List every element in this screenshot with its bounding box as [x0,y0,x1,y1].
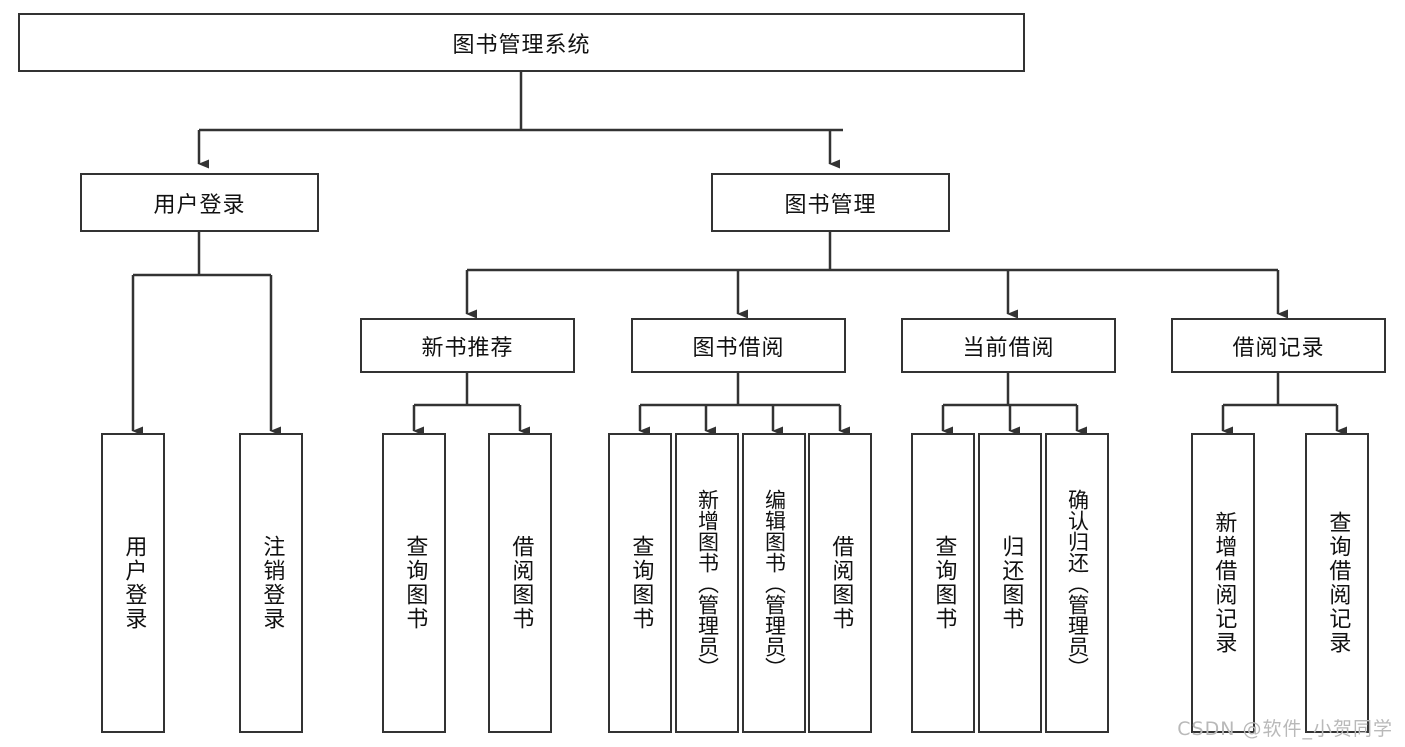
node-new-book-recommend[interactable]: 新书推荐 [360,318,575,373]
node-new-book-recommend-label: 新书推荐 [421,335,514,361]
node-leaf-return-book[interactable]: 归还图书 [978,433,1042,733]
node-leaf-user-login-label: 用户登录 [121,535,147,631]
node-root-label: 图书管理系统 [452,32,591,58]
node-leaf-edit-book-label: 编辑图书（管理员） [762,488,787,678]
node-leaf-query-book-2-label: 查询图书 [628,535,654,631]
node-leaf-borrow-book-1[interactable]: 借阅图书 [488,433,552,733]
node-leaf-query-book-2[interactable]: 查询图书 [608,433,672,733]
node-leaf-user-login[interactable]: 用户登录 [101,433,165,733]
node-leaf-add-record-label: 新增借阅记录 [1211,511,1237,655]
node-leaf-user-logout-label: 注销登录 [259,535,285,631]
node-borrow-record[interactable]: 借阅记录 [1171,318,1386,373]
node-user-login-label: 用户登录 [153,192,246,218]
node-leaf-user-logout[interactable]: 注销登录 [239,433,303,733]
node-user-login[interactable]: 用户登录 [80,173,319,232]
node-leaf-confirm-return[interactable]: 确认归还（管理员） [1045,433,1109,733]
node-root[interactable]: 图书管理系统 [18,13,1025,72]
node-leaf-add-record[interactable]: 新增借阅记录 [1191,433,1255,733]
node-leaf-add-book-label: 新增图书（管理员） [695,488,720,678]
node-leaf-query-book-3-label: 查询图书 [931,535,957,631]
node-book-manage[interactable]: 图书管理 [711,173,950,232]
node-leaf-query-book-1[interactable]: 查询图书 [382,433,446,733]
node-leaf-query-record[interactable]: 查询借阅记录 [1305,433,1369,733]
node-leaf-query-book-1-label: 查询图书 [402,535,428,631]
node-leaf-add-book[interactable]: 新增图书（管理员） [675,433,739,733]
node-leaf-query-book-3[interactable]: 查询图书 [911,433,975,733]
node-leaf-return-book-label: 归还图书 [998,535,1024,631]
watermark: CSDN @软件_小贺同学 [1177,718,1393,740]
node-leaf-edit-book[interactable]: 编辑图书（管理员） [742,433,806,733]
node-book-manage-label: 图书管理 [784,192,877,218]
node-leaf-confirm-return-label: 确认归还（管理员） [1065,488,1090,678]
node-borrow-record-label: 借阅记录 [1232,335,1325,361]
node-leaf-query-record-label: 查询借阅记录 [1325,511,1351,655]
node-book-borrow-label: 图书借阅 [692,335,785,361]
node-book-borrow[interactable]: 图书借阅 [631,318,846,373]
node-leaf-borrow-book-2-label: 借阅图书 [828,535,854,631]
node-current-borrow[interactable]: 当前借阅 [901,318,1116,373]
node-current-borrow-label: 当前借阅 [962,335,1055,361]
node-leaf-borrow-book-1-label: 借阅图书 [508,535,534,631]
node-leaf-borrow-book-2[interactable]: 借阅图书 [808,433,872,733]
